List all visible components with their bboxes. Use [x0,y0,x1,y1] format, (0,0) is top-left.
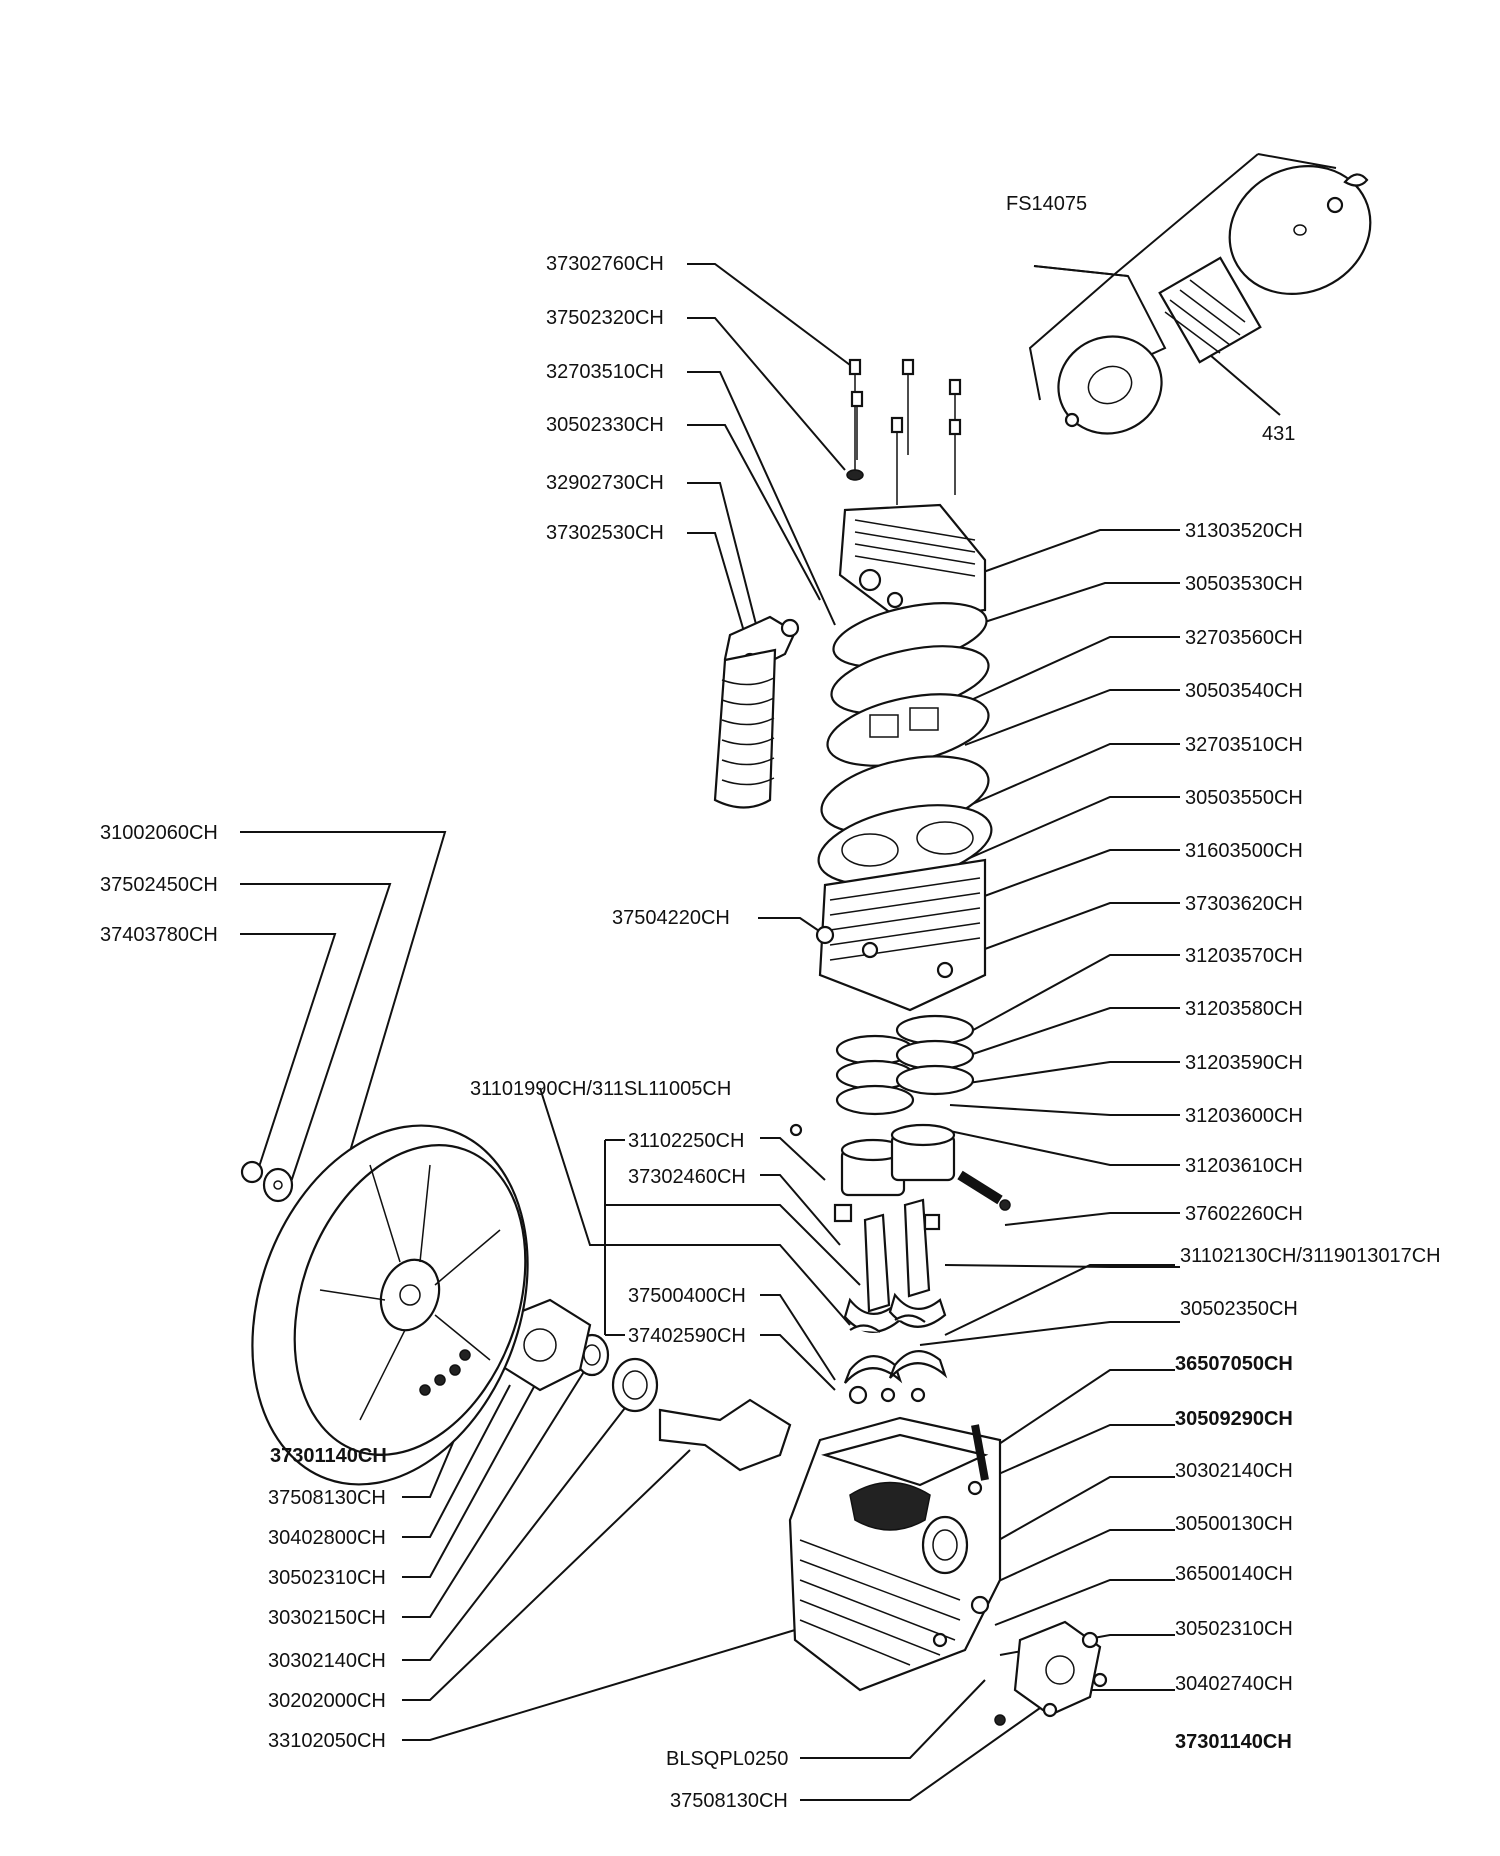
label-33102050: 33102050CH [268,1730,386,1752]
air-filter-assembly [1057,164,1372,435]
leader-lines [240,153,1337,1801]
label-30202000: 30202000CH [268,1690,386,1712]
label-30502330: 30502330CH [546,414,664,436]
flywheel [240,1124,529,1486]
pistons [789,1123,1011,1211]
label-31303520: 31303520CH [1185,520,1303,542]
crankshaft [574,1333,792,1472]
bearing-housing-rear [994,1620,1108,1726]
label-31203590: 31203590CH [1185,1052,1303,1074]
label-30502310-a: 30502310CH [268,1567,386,1589]
part-labels: FS14075 431 37302760CH 37502320CH 327035… [100,193,1441,1812]
label-37302760: 37302760CH [546,253,664,275]
label-30402740: 30402740CH [1175,1673,1293,1695]
label-30502310-b: 30502310CH [1175,1618,1293,1640]
label-37301140-b: 37301140CH [1175,1731,1292,1753]
label-37508130-a: 37508130CH [268,1487,386,1509]
label-37502320: 37502320CH [546,307,664,329]
label-blsqpl0250: BLSQPL0250 [666,1748,788,1770]
label-fs14075: FS14075 [1006,193,1087,215]
label-30302140-a: 30302140CH [1175,1460,1293,1482]
label-32703510-a: 32703510CH [546,361,664,383]
label-30502350: 30502350CH [1180,1298,1298,1320]
label-31102250: 31102250CH [628,1130,744,1152]
label-37602260: 37602260CH [1185,1203,1303,1225]
label-31203570: 31203570CH [1185,945,1303,967]
label-30302150: 30302150CH [268,1607,386,1629]
label-31203600: 31203600CH [1185,1105,1303,1127]
label-37302460: 37302460CH [628,1166,746,1188]
label-30509290: 30509290CH [1175,1408,1293,1430]
label-37500400: 37500400CH [628,1285,746,1307]
label-37302530: 37302530CH [546,522,664,544]
cylinder-head [838,503,987,622]
label-431: 431 [1262,423,1295,445]
label-37303620: 37303620CH [1185,893,1303,915]
label-30302140-b: 30302140CH [268,1650,386,1672]
label-32703510-b: 32703510CH [1185,734,1303,756]
label-31203610: 31203610CH [1185,1155,1303,1177]
label-31002060: 31002060CH [100,822,218,844]
label-31203580: 31203580CH [1185,998,1303,1020]
label-36500140: 36500140CH [1175,1563,1293,1585]
label-37502450: 37502450CH [100,874,218,896]
label-37508130-b: 37508130CH [670,1790,788,1812]
head-bolts [846,358,962,505]
label-30500130: 30500130CH [1175,1513,1293,1535]
label-32902730: 32902730CH [546,472,664,494]
piston-rings [835,1014,975,1116]
label-32703560: 32703560CH [1185,627,1303,649]
label-30503530: 30503530CH [1185,573,1303,595]
label-37301140-a: 37301140CH [270,1445,387,1467]
label-30503540: 30503540CH [1185,680,1303,702]
intake-manifold-hose [713,615,800,809]
label-37402590: 37402590CH [628,1325,746,1347]
label-31102130: 31102130CH/3119013017CH [1180,1245,1441,1267]
crankcase [788,1416,1002,1692]
valve-plates-gaskets [817,602,993,886]
label-37504220: 37504220CH [612,907,730,929]
label-30503550: 30503550CH [1185,787,1303,809]
label-30402800: 30402800CH [268,1527,386,1549]
label-37403780: 37403780CH [100,924,218,946]
label-36507050: 36507050CH [1175,1353,1293,1375]
cylinder-block [815,858,987,1012]
label-31101990: 31101990CH/311SL11005CH [470,1078,731,1100]
label-31603500: 31603500CH [1185,840,1303,862]
connecting-rods [833,1198,948,1405]
